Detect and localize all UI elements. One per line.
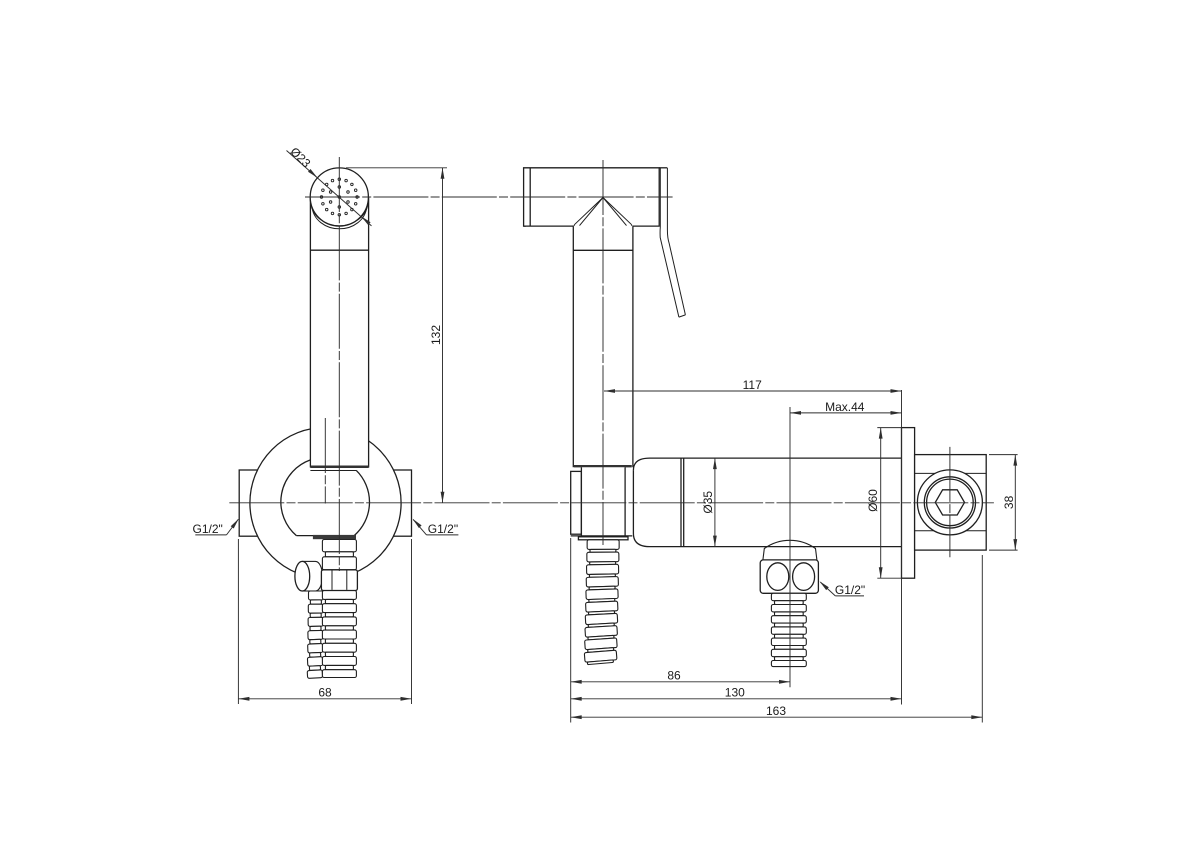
svg-text:68: 68 (318, 685, 332, 699)
svg-text:130: 130 (725, 685, 745, 699)
svg-text:86: 86 (667, 669, 681, 683)
svg-text:132: 132 (429, 325, 443, 345)
svg-text:117: 117 (743, 378, 762, 392)
svg-text:G1/2": G1/2" (428, 522, 458, 536)
svg-text:163: 163 (766, 704, 786, 718)
svg-text:Max.44: Max.44 (825, 400, 865, 414)
svg-text:G1/2": G1/2" (835, 583, 865, 597)
svg-text:Ø35: Ø35 (701, 491, 715, 514)
svg-text:Ø60: Ø60 (866, 489, 880, 512)
svg-text:G1/2": G1/2" (193, 522, 223, 536)
svg-text:38: 38 (1002, 495, 1016, 509)
